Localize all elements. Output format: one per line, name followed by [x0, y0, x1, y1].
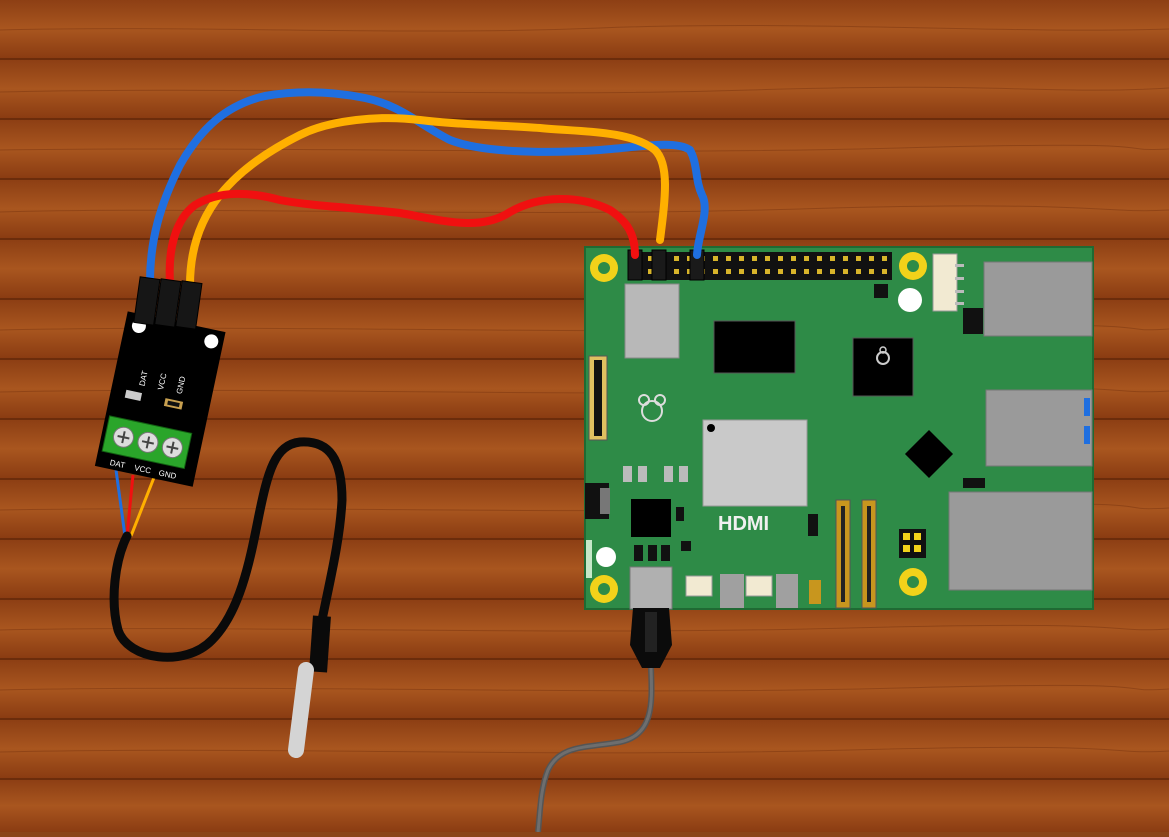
raspberry-pi-board: HDMI — [584, 246, 1094, 610]
usb-port-bottom — [948, 491, 1093, 591]
jumper-wires — [133, 88, 709, 330]
fan-connector — [932, 253, 964, 312]
chip-rp1 — [852, 337, 914, 397]
usb-power-cable — [535, 608, 672, 833]
terminal-label-dat: DAT — [109, 458, 126, 470]
ethernet-port — [983, 261, 1093, 337]
raspberry-pi-logo-icon — [876, 346, 890, 365]
probe-tip — [288, 662, 314, 758]
temperature-probe — [109, 437, 347, 758]
chip-diamond — [904, 429, 954, 479]
header-label-dat: DAT — [138, 370, 150, 387]
probe-cable — [109, 437, 347, 662]
led — [898, 288, 922, 312]
pmic-chip — [631, 499, 671, 537]
component — [874, 284, 888, 298]
header-label-gnd: GND — [175, 375, 188, 394]
terminal-label-vcc: VCC — [133, 463, 152, 475]
hdmi-label: HDMI — [718, 513, 769, 535]
sensor-module: DAT VCC GND DAT VCC GND — [94, 311, 226, 487]
chip-metal — [624, 283, 680, 359]
header-label-vcc: VCC — [156, 372, 168, 391]
chip-ram — [713, 320, 796, 374]
gpio-header — [627, 249, 892, 281]
raspberry-pi-logo-icon — [638, 394, 666, 422]
usb-port-top — [985, 389, 1093, 467]
terminal-label-gnd: GND — [158, 468, 177, 481]
wire-power-red — [165, 189, 639, 286]
usb-c-power-port — [629, 566, 673, 610]
wire-data-blue — [146, 88, 709, 286]
soc-shield — [702, 419, 808, 507]
mounting-holes — [590, 252, 927, 603]
